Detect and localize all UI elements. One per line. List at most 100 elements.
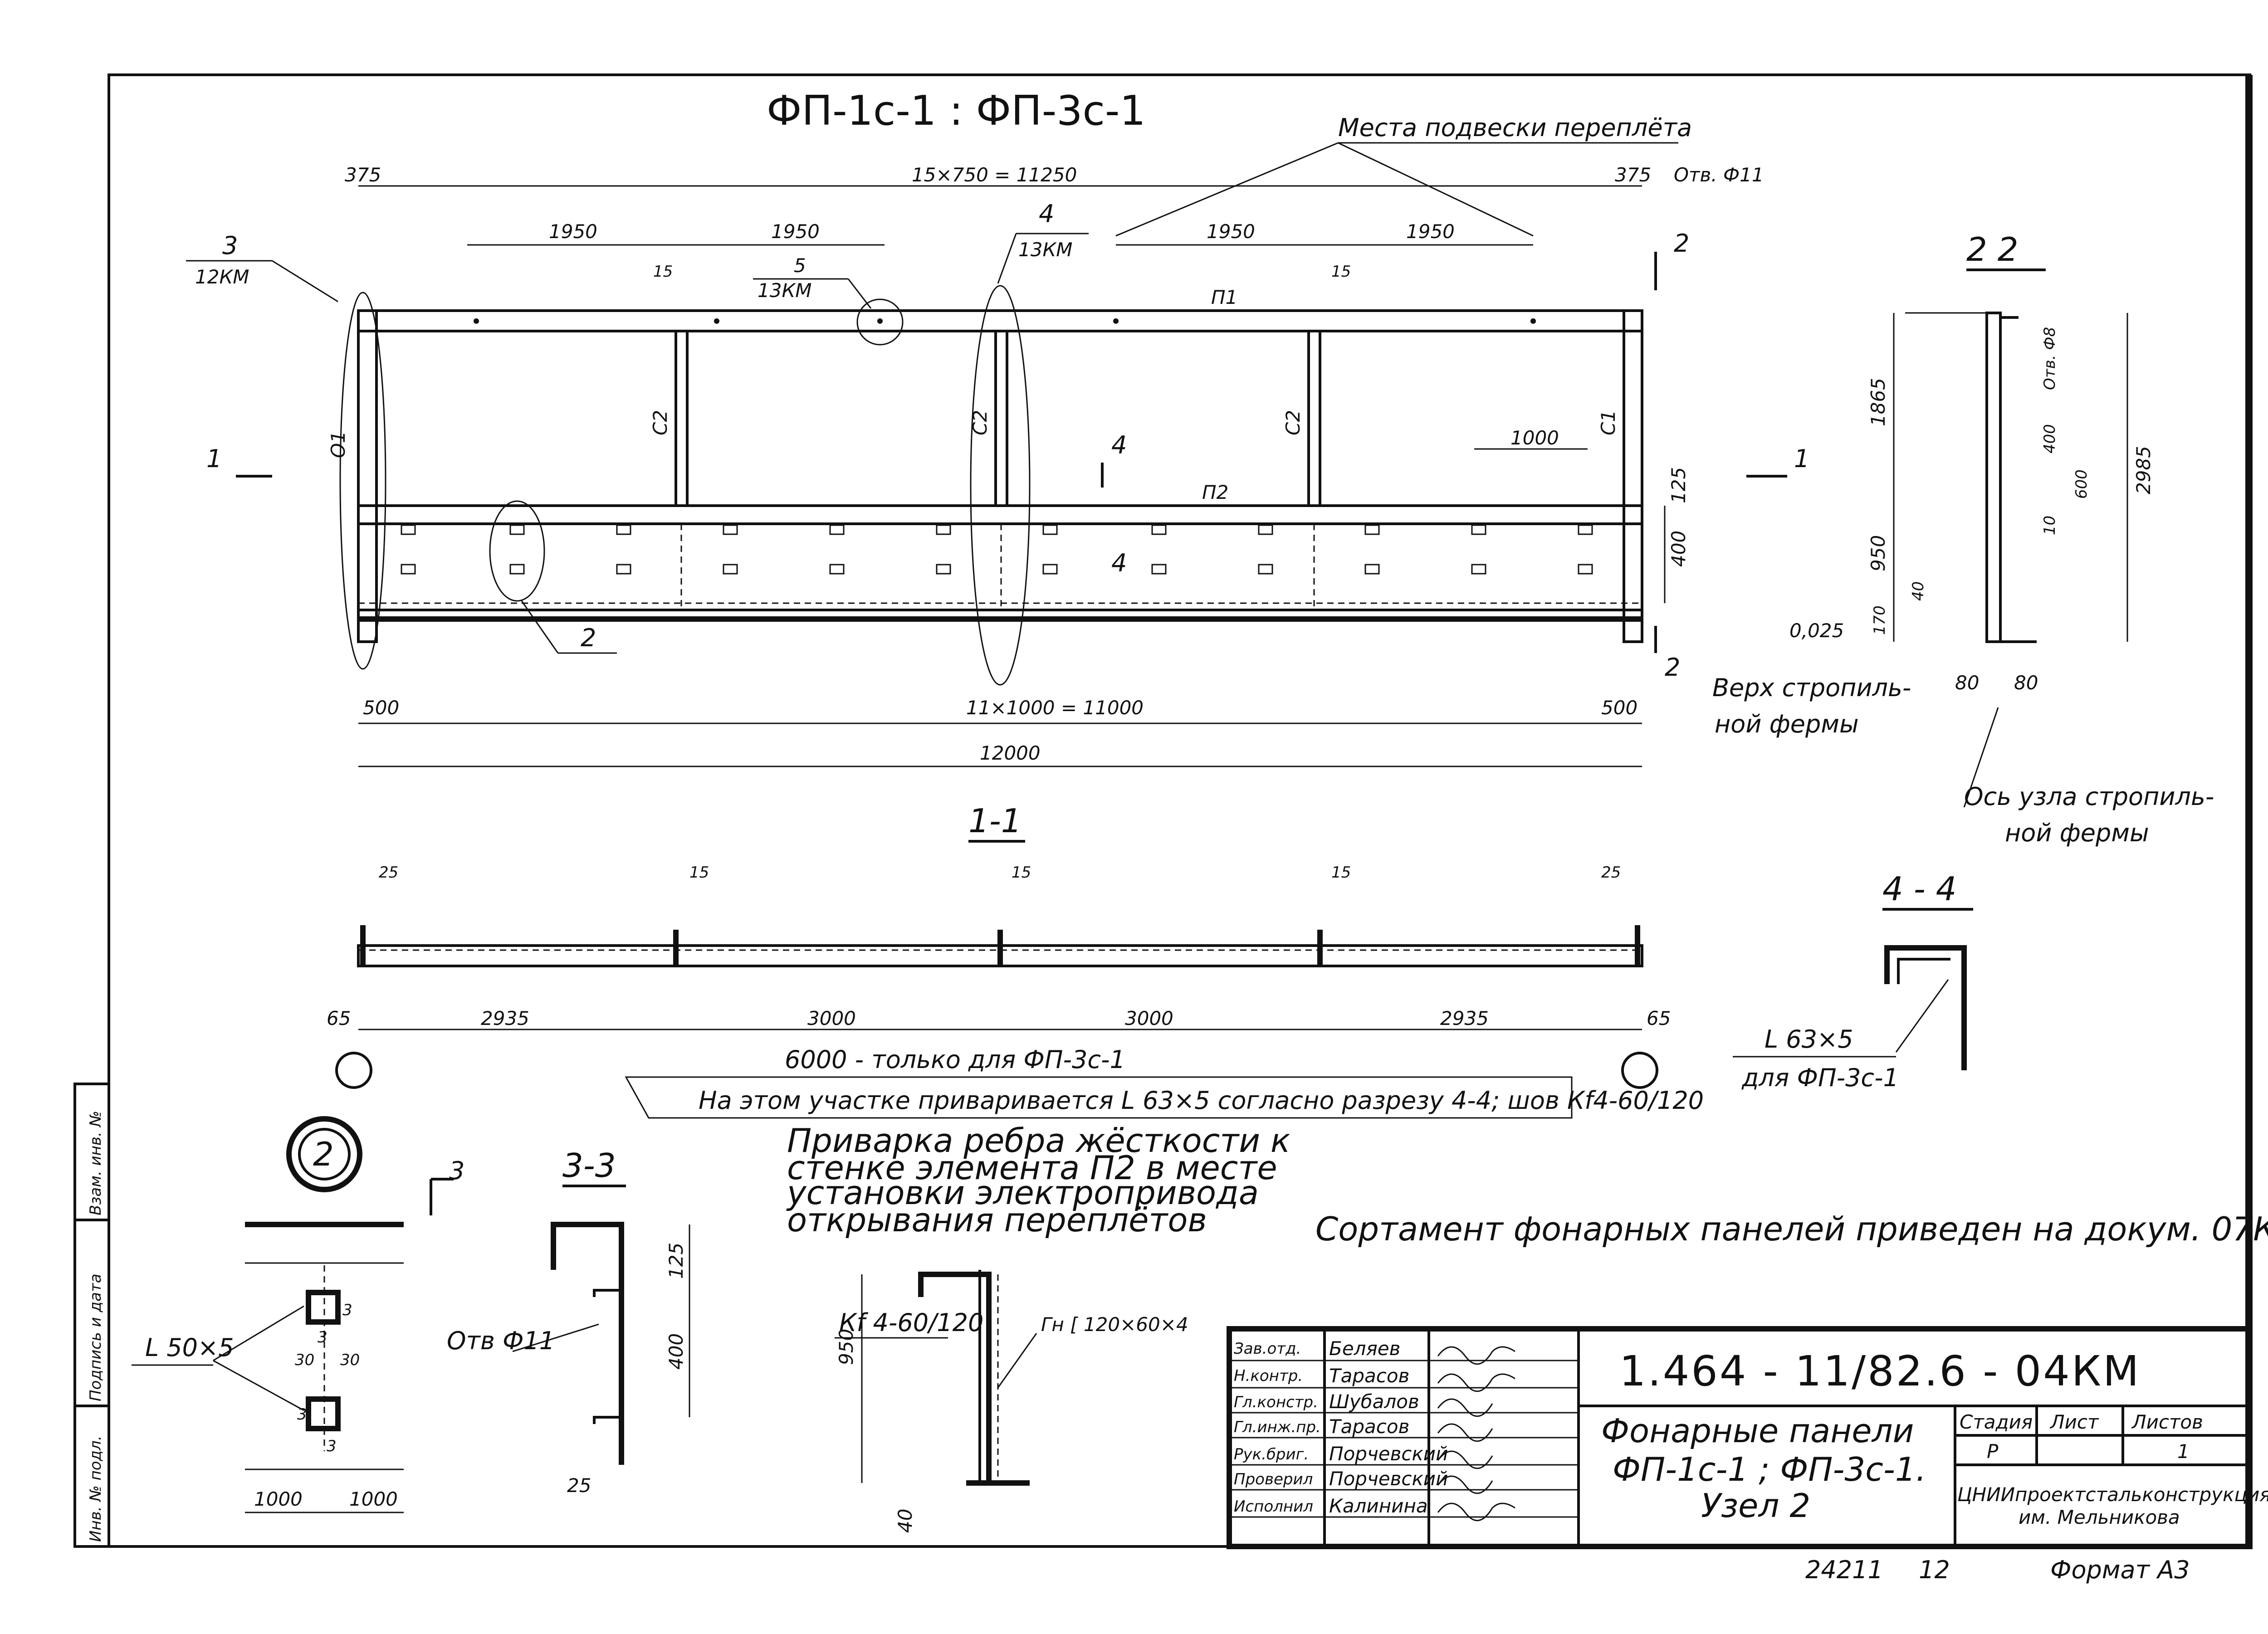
section-22-w80b: 80 <box>2014 672 2038 694</box>
weld-d950: 950 <box>835 1329 857 1365</box>
hole-note-top: Отв. Ф11 <box>1674 164 1764 186</box>
weld-d40: 40 <box>894 1509 916 1533</box>
slot-holes-lower <box>401 564 1593 575</box>
label-c2-a: С2 <box>649 410 671 435</box>
post-c2-b <box>994 330 1008 507</box>
node-2-d30b: 30 <box>340 1351 360 1369</box>
tb-name-line-2: ФП-1с-1 ; ФП-3с-1. <box>1613 1450 1926 1488</box>
slot-hole <box>1471 564 1486 575</box>
section-11-t15b: 15 <box>1012 863 1031 882</box>
dim-1950-c: 1950 <box>1207 220 1255 243</box>
tb-sheets: 1 <box>2177 1440 2190 1463</box>
section-44-title: 4 - 4 <box>1882 870 1956 908</box>
slot-hole <box>1042 524 1058 535</box>
truss-top-note: Верх стропиль- <box>1712 673 1911 702</box>
dim-125: 125 <box>1667 467 1690 503</box>
slot-hole <box>1151 564 1167 575</box>
tb-org-line-2: им. Мельникова <box>2019 1506 2180 1528</box>
tb-stage-header: Стадия <box>1960 1411 2033 1433</box>
assortment-note: Сортамент фонарных панелей приведен на д… <box>1315 1210 2268 1248</box>
section-22-h600: 600 <box>2072 469 2091 499</box>
slot-hole <box>1042 564 1058 575</box>
hanging-leader-a <box>1115 142 1339 237</box>
signature <box>1437 1373 1515 1392</box>
section-22-h1865: 1865 <box>1867 378 1889 426</box>
section-11-s3000a: 3000 <box>807 1007 856 1029</box>
tb-name-line-1: Фонарные панели <box>1601 1412 1914 1450</box>
section-44-angle: L 63×5 <box>1765 1025 1853 1054</box>
section-4-label-top: 4 <box>1111 431 1127 459</box>
tb-role-2: Гл.констр. <box>1234 1393 1318 1411</box>
node-2-detail: 2 L 50×5 30 30 3 3 3 3 1000 1000 3 <box>132 1116 464 1513</box>
section-44-leader <box>1895 979 1949 1053</box>
hanging-leader-b <box>1338 142 1534 237</box>
node-2-bubble <box>286 1116 362 1192</box>
top-chord-p1 <box>357 309 1643 332</box>
node-oval-3 <box>339 292 386 670</box>
section-3-3: 3-3 125 400 25 Отв Ф11 <box>447 1146 690 1497</box>
dim-total: 12000 <box>980 742 1041 764</box>
callout-4-ref: 13КМ <box>1018 239 1073 261</box>
top-hole <box>1530 318 1536 324</box>
slot-hole <box>1364 524 1380 535</box>
node-2-bubble-inner <box>298 1128 351 1180</box>
side-stamp-field-3: Инв. № подл. <box>87 1435 105 1542</box>
label-c1: С1 <box>1597 410 1619 435</box>
slot-hole <box>616 564 631 575</box>
section-22-axis-note-2: ной фермы <box>2005 819 2149 847</box>
front-view: 2 П1 П2 О1 С2 С2 С2 С1 1000 125 400 1 1 … <box>206 229 1809 686</box>
section-22-h10: 10 <box>2041 516 2059 535</box>
dim-edge-right: 375 <box>1615 164 1651 186</box>
slot-hole <box>1258 564 1273 575</box>
slot-hole <box>401 524 416 535</box>
stiffener-note-3: установки электропривода <box>786 1174 1259 1212</box>
slot-holes-upper <box>401 524 1593 535</box>
node-oval-2 <box>489 500 545 602</box>
node-2-n3a: 3 <box>342 1301 352 1319</box>
node-2-leader-b <box>213 1360 304 1411</box>
section-33-d125: 125 <box>665 1243 687 1279</box>
callout-2-leader <box>521 600 559 654</box>
node-2-plate-b <box>306 1396 341 1431</box>
dim-1000: 1000 <box>1510 427 1559 449</box>
slot-hole <box>723 524 738 535</box>
node-oval-4 <box>970 285 1031 686</box>
node-circle-5 <box>856 298 904 346</box>
slot-hole <box>723 564 738 575</box>
tb-sheets-header: Листов <box>2131 1411 2203 1433</box>
section-11-s2935b: 2935 <box>1440 1007 1489 1029</box>
callout-3-ref: 12КМ <box>195 266 249 288</box>
label-c2-b: С2 <box>969 410 991 435</box>
tb-role-5: Проверил <box>1234 1470 1313 1488</box>
section-1-1: 1-1 25 15 15 15 25 65 2935 3000 3000 293… <box>327 802 1704 1119</box>
slot-hole <box>829 564 845 575</box>
top-hole <box>474 318 479 324</box>
section-4-label-bottom: 4 <box>1111 549 1127 577</box>
slot-hole <box>1151 524 1167 535</box>
slot-hole <box>509 524 525 535</box>
dim-1950-b: 1950 <box>771 220 820 243</box>
dim-bottom-left: 500 <box>363 697 399 719</box>
section-11-weld-box <box>625 1076 1573 1119</box>
dim-1950-a: 1950 <box>549 220 597 243</box>
post-c2-a <box>675 330 689 507</box>
callout-5-leader <box>847 278 872 309</box>
node-2-angle: L 50×5 <box>145 1333 234 1362</box>
node-2-plate-a <box>306 1290 341 1325</box>
section-22-hole: Отв. Ф8 <box>2041 327 2059 390</box>
tb-name-5: Порчевский <box>1329 1468 1448 1490</box>
section-22-h2985: 2985 <box>2132 446 2155 494</box>
callout-3-leader <box>272 260 338 302</box>
tb-name-1: Тарасов <box>1329 1365 1409 1387</box>
section-4-4: 4 - 4 L 63×5 для ФП-3с-1 <box>1733 870 1973 1092</box>
slot-hole <box>1364 564 1380 575</box>
node-2-n3c: 3 <box>297 1405 307 1424</box>
section-22-post <box>1985 312 2002 643</box>
dim-gap-15-right: 15 <box>1331 263 1351 281</box>
section-22-h170: 170 <box>1871 605 1889 635</box>
inv-number: 24211 <box>1805 1556 1883 1584</box>
section-33-lip-a <box>593 1289 621 1297</box>
callout-2: 2 <box>581 624 596 652</box>
dim-bottom-mid: 11×1000 = 11000 <box>966 697 1144 719</box>
